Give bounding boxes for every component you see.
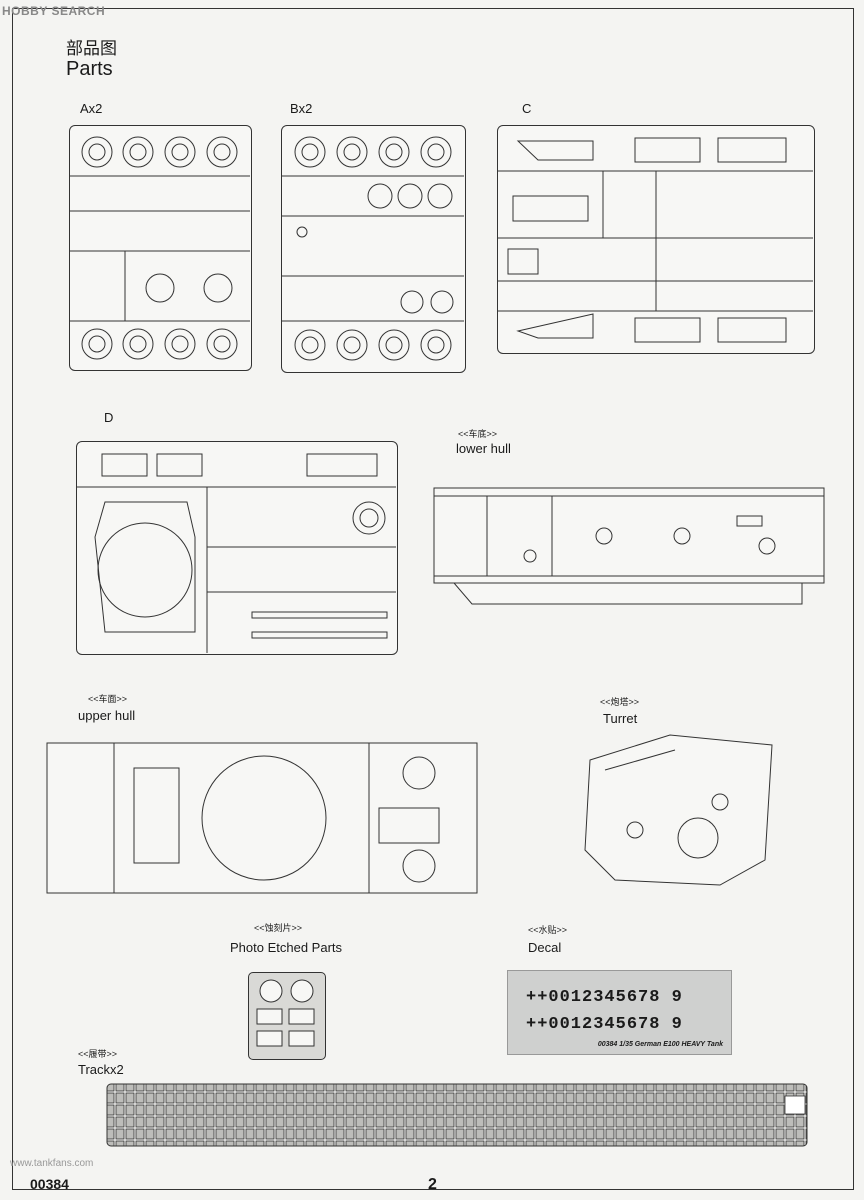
product-code: 00384 [30, 1176, 69, 1192]
lower-hull-label: lower hull [456, 441, 511, 456]
sprue-c [497, 125, 815, 354]
sprue-d-drawing [77, 453, 396, 653]
sprue-a-label: Ax2 [80, 101, 103, 116]
page-border [12, 8, 854, 1190]
sprue-a-drawing [70, 136, 250, 360]
track-label-cn: <<履带>> [78, 1049, 118, 1059]
page-title: Parts [66, 58, 113, 80]
decal-sheet: ++0012345678 9 ++0012345678 9 00384 1/35… [507, 970, 732, 1055]
decal-row-2: ++0012345678 9 [526, 1015, 683, 1034]
decal-label: Decal [528, 940, 562, 955]
sprue-a [69, 125, 252, 371]
upper-hull-drawing [46, 742, 478, 894]
turret-label: Turret [603, 711, 638, 726]
sprue-d-label: D [104, 410, 114, 425]
lower-hull-drawing [433, 487, 825, 605]
page-number: 2 [428, 1176, 437, 1193]
decal-label-cn: <<水贴>> [528, 925, 568, 935]
track-label: Trackx2 [78, 1062, 124, 1077]
watermark: HOBBY SEARCH [2, 4, 106, 18]
photo-etched-drawing [256, 979, 315, 1047]
photo-etched-label: Photo Etched Parts [230, 940, 343, 955]
photo-etched-label-cn: <<蚀刻片>> [254, 923, 303, 933]
upper-hull-label: upper hull [78, 708, 136, 723]
sprue-d [76, 441, 398, 655]
turret-label-cn: <<炮塔>> [600, 697, 640, 707]
photo-etched-fret [248, 972, 326, 1060]
upper-hull-label-cn: <<车面>> [88, 694, 128, 704]
footer-site: www.tankfans.com [10, 1158, 94, 1169]
track-drawing [106, 1083, 808, 1147]
decal-row-1: ++0012345678 9 [526, 988, 683, 1007]
sprue-c-label: C [522, 101, 532, 116]
sprue-b-drawing [282, 136, 464, 361]
decal-caption: 00384 1/35 German E100 HEAVY Tank [597, 1041, 723, 1048]
turret-drawing [584, 734, 773, 886]
sprue-b-label: Bx2 [290, 101, 313, 116]
sprue-b [281, 125, 466, 373]
lower-hull-label-cn: <<车底>> [458, 429, 498, 439]
page-title-cn: 部品图 [66, 39, 117, 58]
sprue-c-drawing [498, 137, 813, 343]
